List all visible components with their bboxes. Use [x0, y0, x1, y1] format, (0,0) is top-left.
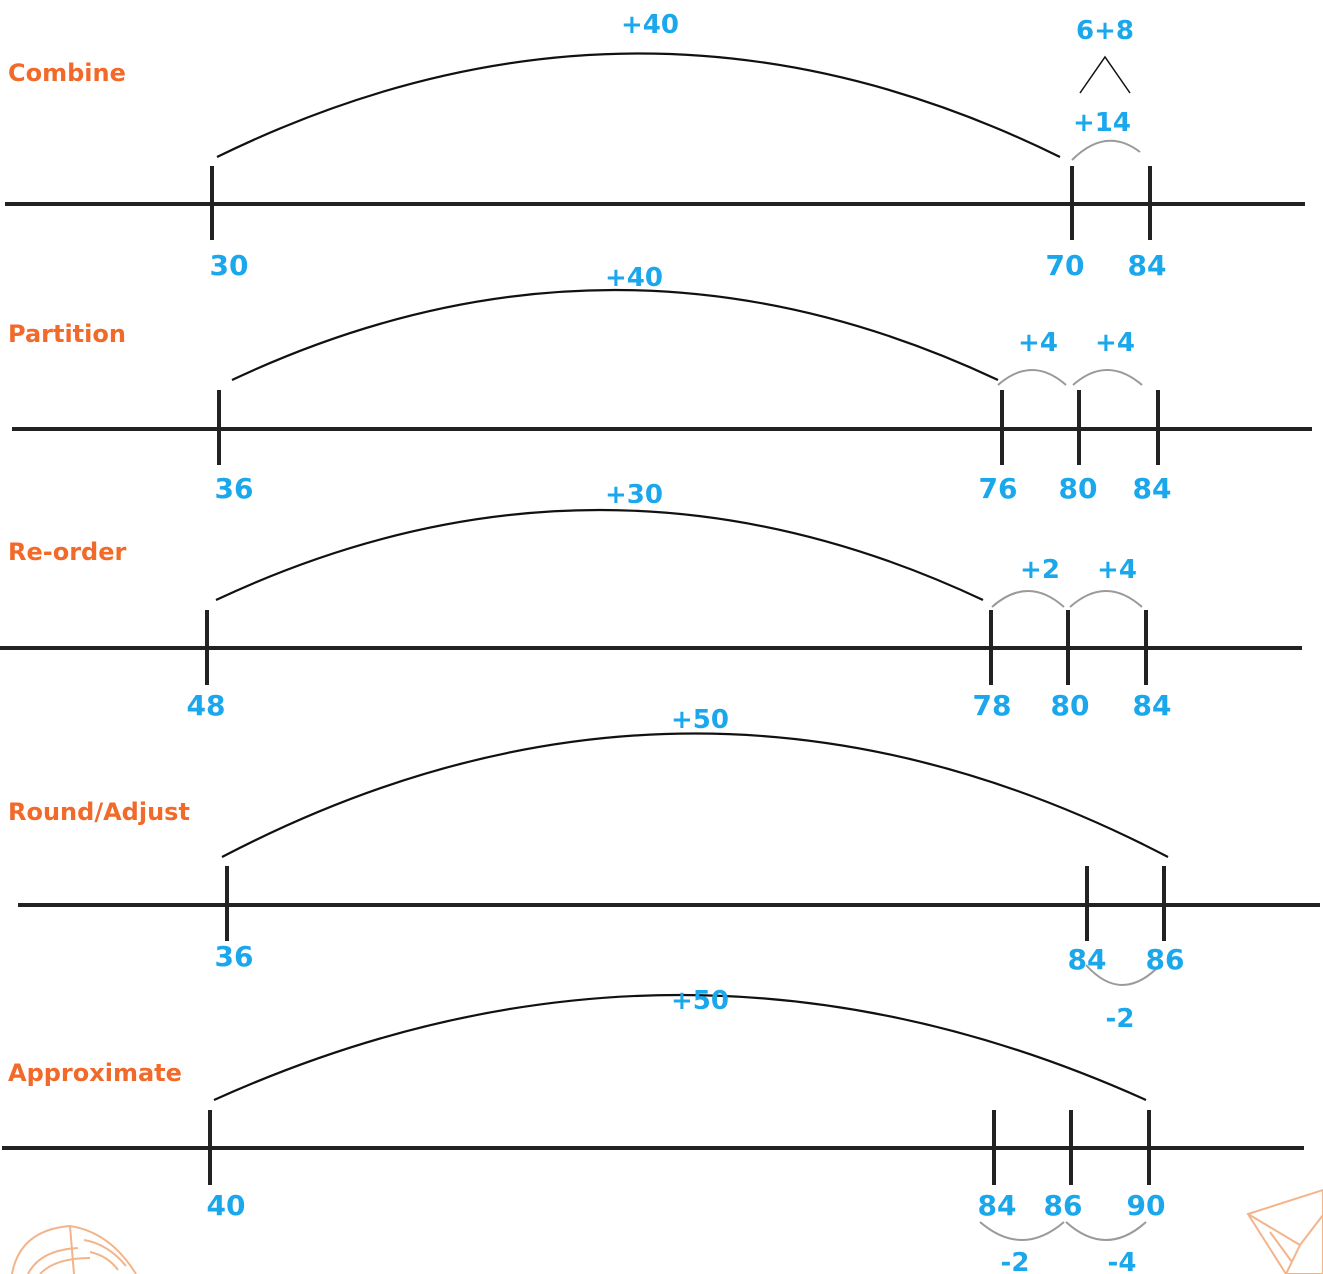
jump-label: +4 — [1095, 328, 1135, 358]
jump-label: +14 — [1073, 108, 1131, 138]
row-title-approximate: Approximate — [8, 1059, 182, 1087]
jump-label: -2 — [1106, 1004, 1135, 1034]
tick-label: 84 — [1128, 249, 1167, 282]
tick-label: 36 — [215, 940, 254, 973]
row-title-combine: Combine — [8, 59, 126, 87]
tick-label: 84 — [1133, 689, 1172, 722]
tick-label: 86 — [1044, 1189, 1083, 1222]
jump-arc-small — [1071, 139, 1141, 161]
jump-arc — [216, 52, 1061, 158]
split-label: 6+8 — [1076, 16, 1134, 46]
row-title-partition: Partition — [8, 320, 126, 348]
paper-plane-icon — [1246, 1188, 1323, 1274]
row-combine: Combine +40 +14 6+8 30 70 84 — [5, 10, 1305, 282]
jump-label: -2 — [1001, 1248, 1030, 1274]
jump-arc-small — [1069, 590, 1143, 608]
tick-label: 86 — [1146, 943, 1185, 976]
jump-label: +50 — [671, 986, 729, 1016]
row-title-reorder: Re-order — [8, 538, 127, 566]
jump-label: +50 — [671, 705, 729, 735]
jump-label: +4 — [1018, 328, 1058, 358]
jump-arc-small — [991, 590, 1065, 608]
tick-label: 76 — [979, 472, 1018, 505]
jump-arc — [215, 509, 984, 601]
jump-arc-small — [997, 369, 1067, 386]
jump-label: +40 — [605, 263, 663, 293]
tick-label: 84 — [1068, 943, 1107, 976]
open-book-icon — [11, 1224, 137, 1274]
tick-label: 78 — [973, 689, 1012, 722]
tick-label: 84 — [1133, 472, 1172, 505]
tick-label: 90 — [1127, 1189, 1166, 1222]
tick-label: 84 — [978, 1189, 1017, 1222]
jump-arc-small — [1072, 369, 1143, 386]
jump-arc — [213, 993, 1147, 1102]
split-branch — [1079, 55, 1131, 94]
tick-label: 40 — [207, 1189, 246, 1222]
jump-arc-small — [979, 1221, 1065, 1241]
tick-label: 30 — [210, 249, 249, 282]
jump-label: +4 — [1097, 555, 1137, 585]
jump-arc-small — [1065, 1221, 1147, 1241]
tick-label: 80 — [1051, 689, 1090, 722]
jump-label: +2 — [1020, 555, 1060, 585]
jump-label: +40 — [621, 10, 679, 40]
jump-arc — [231, 289, 999, 381]
tick-label: 36 — [215, 472, 254, 505]
tick-label: 48 — [187, 689, 226, 722]
jump-label: -4 — [1108, 1248, 1137, 1274]
row-reorder: Re-order +30 +2 +4 48 78 80 84 — [0, 480, 1302, 722]
row-partition: Partition +40 +4 +4 36 76 80 84 — [8, 263, 1312, 505]
tick-label: 80 — [1059, 472, 1098, 505]
row-round-adjust: Round/Adjust +50 -2 36 84 86 — [8, 705, 1320, 1034]
jump-label: +30 — [605, 480, 663, 510]
tick-label: 70 — [1046, 249, 1085, 282]
jump-arc-small — [1085, 964, 1161, 986]
row-title-round-adjust: Round/Adjust — [8, 798, 190, 826]
jump-arc — [221, 732, 1169, 858]
row-approximate: Approximate +50 -2 -4 40 84 86 90 — [2, 986, 1304, 1274]
